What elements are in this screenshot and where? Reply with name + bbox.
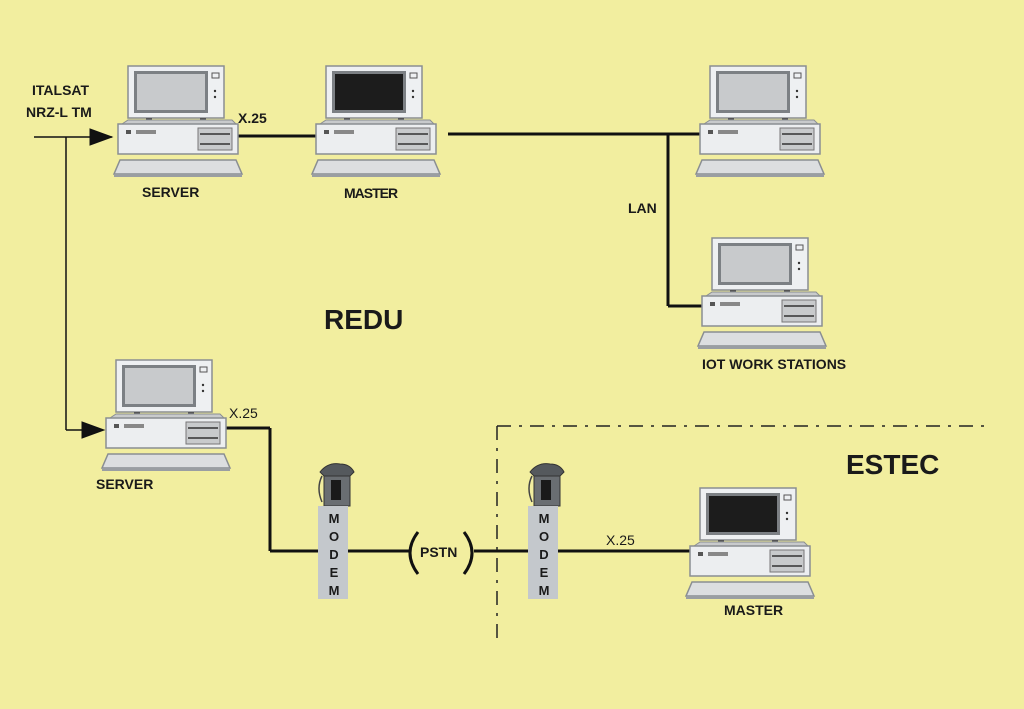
master-redu-label: MASTER (344, 185, 398, 201)
master-estec-computer[interactable] (685, 487, 815, 600)
modem-left-label: M O D E M (328, 511, 340, 598)
nrzl-tm-label: NRZ-L TM (26, 104, 92, 120)
server-bottom-computer[interactable] (101, 359, 231, 472)
workstation-1-computer[interactable] (695, 65, 825, 178)
estec-boundary (496, 425, 990, 646)
server-bottom-label: SERVER (96, 476, 154, 492)
pstn-label: PSTN (420, 544, 458, 560)
workstation-2-computer[interactable] (697, 237, 827, 350)
x25-top-label: X.25 (238, 110, 267, 126)
server-top-computer[interactable] (113, 65, 243, 178)
lan-label: LAN (628, 200, 657, 216)
server-top-label: SERVER (142, 184, 200, 200)
master-estec-label: MASTER (724, 602, 784, 618)
redu-region-label: REDU (324, 304, 404, 335)
modem-right-label: M O D E M (538, 511, 550, 598)
italsat-input-lines (34, 128, 114, 439)
x25-bottom-label: X.25 (229, 405, 258, 421)
iot-workstations-label: IOT WORK STATIONS (702, 356, 847, 372)
italsat-label: ITALSAT (32, 82, 90, 98)
estec-region-label: ESTEC (846, 449, 940, 480)
master-redu-computer[interactable] (311, 65, 441, 178)
x25-estec-label: X.25 (606, 532, 635, 548)
connection-lines (222, 132, 702, 575)
